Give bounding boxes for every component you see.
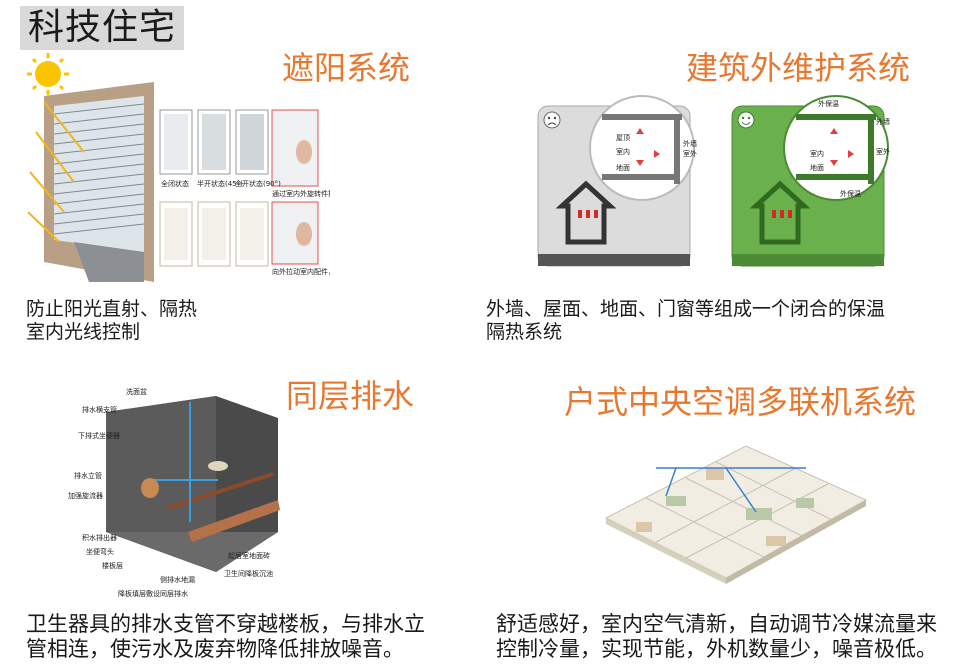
svg-text:全闭状态: 全闭状态 bbox=[161, 179, 189, 188]
page-title: 科技住宅 bbox=[20, 6, 185, 50]
svg-text:外墙: 外墙 bbox=[876, 117, 890, 126]
svg-text:降板填层敷设同层排水: 降板填层敷设同层排水 bbox=[118, 589, 188, 598]
svg-text:洗面盆: 洗面盆 bbox=[126, 387, 147, 396]
shading-description: 防止阳光直射、隔热 室内光线控制 bbox=[26, 298, 198, 343]
hvac-title: 户式中央空调多联机系统 bbox=[564, 383, 917, 421]
sun-icon bbox=[27, 53, 69, 95]
svg-text:加强旋流器: 加强旋流器 bbox=[68, 491, 103, 500]
svg-text:外保温: 外保温 bbox=[818, 99, 839, 108]
svg-text:起居室地面砖: 起居室地面砖 bbox=[228, 551, 270, 560]
drainage-title: 同层排水 bbox=[286, 377, 415, 415]
svg-text:卫生间降板沉池: 卫生间降板沉池 bbox=[224, 569, 273, 578]
svg-text:地面: 地面 bbox=[810, 163, 824, 172]
svg-text:排水立管: 排水立管 bbox=[74, 471, 102, 480]
happy-face-icon bbox=[737, 111, 755, 129]
svg-text:侧排水地漏: 侧排水地漏 bbox=[160, 575, 195, 584]
sad-face-icon bbox=[543, 111, 561, 129]
svg-text:外墙: 外墙 bbox=[683, 139, 697, 148]
shading-illustration: 全闭状态 半开状态(45°) 全开状态(90°) 通过室内外旋转件操作，可进行开… bbox=[27, 53, 330, 282]
svg-text:全开状态(90°): 全开状态(90°) bbox=[235, 179, 281, 188]
svg-text:室外: 室外 bbox=[683, 149, 697, 158]
svg-text:室内: 室内 bbox=[616, 147, 630, 156]
svg-text:外保温: 外保温 bbox=[840, 189, 861, 198]
svg-text:楼板层: 楼板层 bbox=[102, 561, 123, 570]
svg-text:屋顶: 屋顶 bbox=[616, 134, 630, 142]
svg-text:室内: 室内 bbox=[810, 149, 824, 158]
svg-text:排水横支管: 排水横支管 bbox=[82, 405, 117, 414]
hvac-illustration bbox=[604, 445, 868, 584]
hvac-description: 舒适感好，室内空气清新，自动调节冷媒流量来 控制冷量，实现节能，外机数量少，噪音… bbox=[496, 612, 937, 661]
svg-text:积水排出器: 积水排出器 bbox=[82, 533, 117, 542]
shading-title: 遮阳系统 bbox=[282, 49, 411, 87]
envelope-illustration: 屋顶 室内 地面 外墙 室外 外保温 外墙 室内 室外 地面 外保温 bbox=[537, 95, 890, 267]
svg-text:向外拉动室内配件，通过上下移动，即可进行百叶的高度调节: 向外拉动室内配件，通过上下移动，即可进行百叶的高度调节 bbox=[272, 267, 330, 276]
svg-text:室外: 室外 bbox=[876, 147, 890, 156]
drainage-description: 卫生器具的排水支管不穿越楼板，与排水立 管相连，使污水及废弃物降低排放噪音。 bbox=[26, 612, 425, 661]
envelope-description: 外墙、屋面、地面、门窗等组成一个闭合的保温 隔热系统 bbox=[486, 298, 886, 343]
svg-text:下排式坐便器: 下排式坐便器 bbox=[78, 431, 120, 440]
svg-text:地面: 地面 bbox=[616, 163, 630, 172]
drainage-illustration: 洗面盆 排水横支管 下排式坐便器 排水立管 加强旋流器 积水排出器 坐便弯头 楼… bbox=[68, 387, 280, 598]
svg-text:半开状态(45°): 半开状态(45°) bbox=[197, 179, 243, 188]
svg-text:通过室内外旋转件操作，可进行开闭调整: 通过室内外旋转件操作，可进行开闭调整 bbox=[272, 189, 330, 198]
envelope-title: 建筑外维护系统 bbox=[686, 49, 911, 87]
svg-text:坐便弯头: 坐便弯头 bbox=[86, 547, 114, 556]
